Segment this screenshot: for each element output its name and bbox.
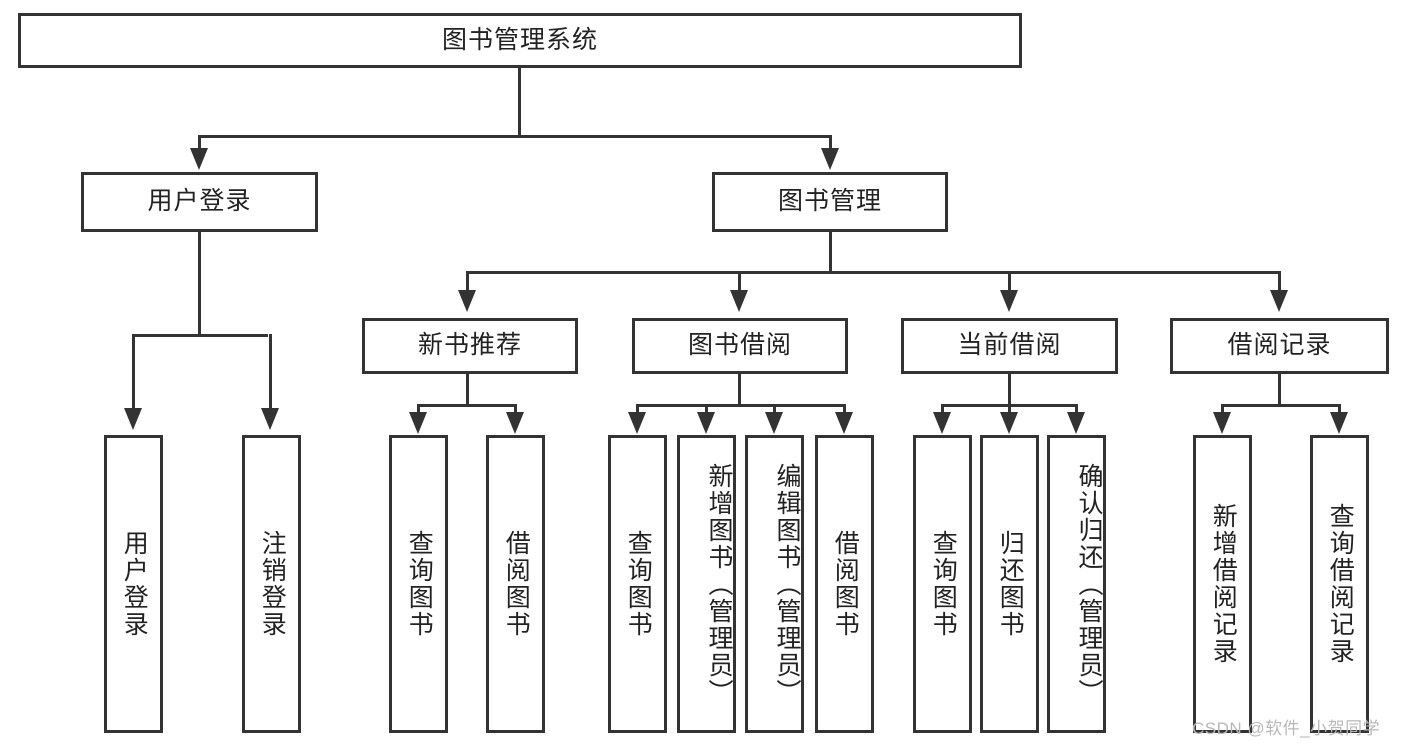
leaf-query-borrow-record[interactable]: 查询借阅记录 <box>1310 435 1369 733</box>
connector-book-management-bus <box>466 271 1278 274</box>
arrowhead-cb-leaf2 <box>1000 412 1018 434</box>
leaf-borrow-book-bb[interactable]: 借阅图书 <box>815 435 874 733</box>
node-label: 编辑图书（管理员） <box>773 462 801 706</box>
connector-current-borrow-stem <box>1008 374 1011 407</box>
arrowhead-br-leaf2 <box>1330 412 1348 434</box>
node-book-management[interactable]: 图书管理 <box>712 172 948 232</box>
arrowhead-to-user-login <box>190 148 208 170</box>
leaf-add-book-admin[interactable]: 新增图书（管理员） <box>677 435 736 733</box>
leaf-user-login[interactable]: 用户登录 <box>104 435 163 733</box>
connector-user-login-leaf2 <box>269 334 272 412</box>
node-root-book-management-system[interactable]: 图书管理系统 <box>18 13 1022 68</box>
arrowhead-user-login-leaf1 <box>124 408 142 430</box>
arrowhead-cb-leaf1 <box>933 412 951 434</box>
connector-root-to-user-login <box>198 135 201 155</box>
leaf-query-book-bb[interactable]: 查询图书 <box>608 435 667 733</box>
node-label: 查询借阅记录 <box>1326 503 1355 665</box>
connector-to-new-book-recommend <box>466 271 469 297</box>
arrowhead-to-current-borrow <box>1000 290 1018 312</box>
node-label: 归还图书 <box>996 530 1025 638</box>
leaf-add-borrow-record[interactable]: 新增借阅记录 <box>1193 435 1252 733</box>
arrowhead-to-book-borrow <box>730 290 748 312</box>
node-label: 借阅记录 <box>1227 331 1332 360</box>
node-label: 图书借阅 <box>687 331 792 360</box>
arrowhead-bb-leaf2 <box>697 412 715 434</box>
leaf-edit-book-admin[interactable]: 编辑图书（管理员） <box>745 435 804 733</box>
leaf-logout-login[interactable]: 注销登录 <box>242 435 301 733</box>
connector-user-login-bus <box>132 334 268 337</box>
arrowhead-bb-leaf4 <box>835 412 853 434</box>
arrowhead-user-login-leaf2 <box>261 408 279 430</box>
node-label: 查询图书 <box>405 530 434 638</box>
node-label: 借阅图书 <box>502 530 531 638</box>
connector-to-current-borrow <box>1008 271 1011 297</box>
node-label: 新增借阅记录 <box>1209 503 1238 665</box>
connector-user-login-leaf1 <box>132 334 135 412</box>
connector-book-borrow-stem <box>738 374 741 407</box>
arrowhead-to-new-book-recommend <box>458 290 476 312</box>
connector-borrow-record-bus <box>1221 404 1341 407</box>
connector-book-borrow-bus <box>636 404 846 407</box>
leaf-return-book[interactable]: 归还图书 <box>980 435 1039 733</box>
connector-root-to-book-management <box>829 135 832 155</box>
arrowhead-to-borrow-record <box>1270 290 1288 312</box>
node-label: 查询图书 <box>929 530 958 638</box>
arrowhead-cb-leaf3 <box>1067 412 1085 434</box>
leaf-borrow-book-nbr[interactable]: 借阅图书 <box>486 435 545 733</box>
node-new-book-recommend[interactable]: 新书推荐 <box>362 318 578 374</box>
node-label: 注销登录 <box>258 530 287 638</box>
connector-to-borrow-record <box>1278 271 1281 297</box>
node-label: 新增图书（管理员） <box>705 462 733 706</box>
arrowhead-to-book-management <box>821 148 839 170</box>
connector-new-book-recommend-bus <box>417 404 517 407</box>
connector-new-book-recommend-stem <box>466 374 469 407</box>
connector-borrow-record-stem <box>1278 374 1281 407</box>
node-label: 用户登录 <box>120 530 149 638</box>
arrowhead-bb-leaf1 <box>628 412 646 434</box>
node-label: 新书推荐 <box>417 331 522 360</box>
node-book-borrow[interactable]: 图书借阅 <box>632 318 848 374</box>
node-label: 查询图书 <box>624 530 653 638</box>
node-user-login[interactable]: 用户登录 <box>81 172 318 232</box>
arrowhead-nbr-leaf1 <box>409 412 427 434</box>
node-label: 当前借阅 <box>957 331 1062 360</box>
connector-book-management-stem <box>829 232 832 274</box>
node-label: 借阅图书 <box>831 530 860 638</box>
connector-to-book-borrow <box>738 271 741 297</box>
node-label: 确认归还（管理员） <box>1075 462 1103 706</box>
connector-root-stem <box>518 68 521 135</box>
leaf-query-book-nbr[interactable]: 查询图书 <box>389 435 448 733</box>
arrowhead-bb-leaf3 <box>765 412 783 434</box>
leaf-confirm-return-admin[interactable]: 确认归还（管理员） <box>1047 435 1106 733</box>
leaf-query-book-cb[interactable]: 查询图书 <box>913 435 972 733</box>
arrowhead-nbr-leaf2 <box>506 412 524 434</box>
node-label: 图书管理 <box>777 187 882 216</box>
arrowhead-br-leaf1 <box>1213 412 1231 434</box>
node-borrow-record[interactable]: 借阅记录 <box>1170 318 1389 374</box>
connector-root-bus <box>198 135 832 138</box>
watermark: CSDN @软件_小贺同学 <box>1192 719 1381 738</box>
connector-user-login-stem <box>198 232 201 337</box>
node-current-borrow[interactable]: 当前借阅 <box>901 318 1118 374</box>
node-label: 用户登录 <box>147 187 252 216</box>
node-label: 图书管理系统 <box>441 25 598 54</box>
